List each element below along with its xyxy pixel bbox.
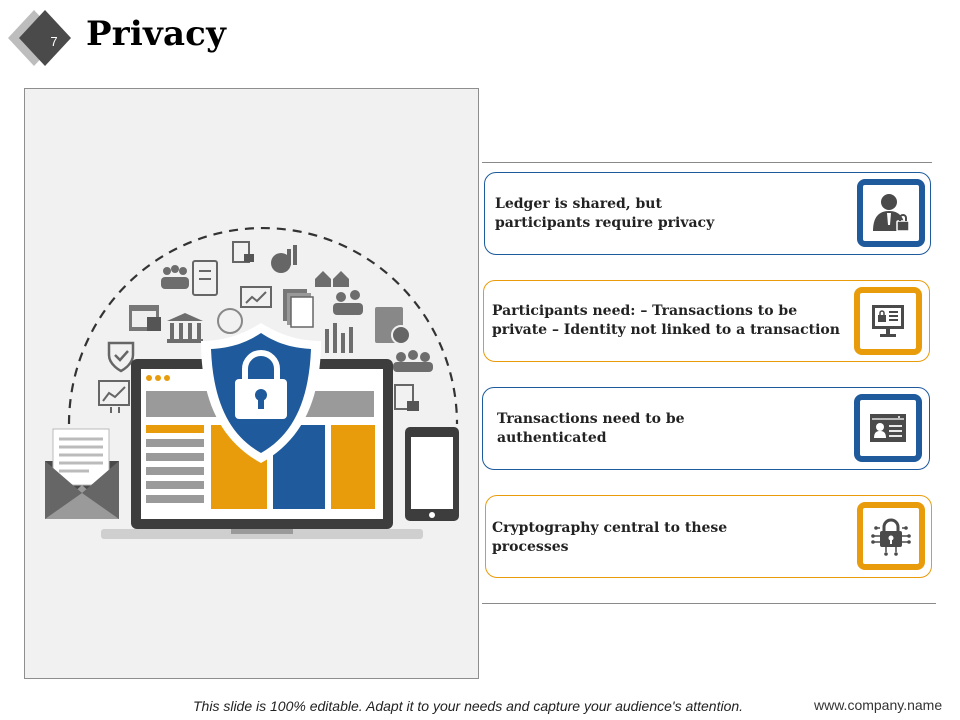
page-title: Privacy: [86, 14, 227, 54]
diamond-badge-icon: [8, 10, 71, 66]
list-item-line: private – Identity not linked to a trans…: [492, 322, 840, 338]
bottom-divider: [482, 603, 936, 604]
list-item-icon-box: [854, 287, 922, 355]
list-item: Participants need: – Transactions to be …: [483, 280, 930, 362]
illustration-panel: [24, 88, 479, 679]
list-item: Transactions need to be authenticated: [482, 387, 930, 470]
list-item-text: Transactions need to be authenticated: [497, 410, 685, 448]
top-divider: [482, 162, 932, 163]
list-item-icon-box: [857, 502, 925, 570]
list-item-text: Participants need: – Transactions to be …: [492, 302, 840, 340]
envelope-icon: [45, 428, 119, 519]
laptop-icon: [101, 359, 423, 539]
list-item: Cryptography central to these processes: [485, 495, 932, 578]
list-item-line: Cryptography central to these: [492, 520, 728, 536]
monitor-lock-icon: [872, 305, 904, 337]
slide-number-badge: 7: [8, 8, 74, 68]
list-item-icon-box: [854, 394, 922, 462]
list-item-line: processes: [492, 539, 569, 555]
footer-note: This slide is 100% editable. Adapt it to…: [193, 698, 744, 714]
list-item-text: Cryptography central to these processes: [492, 519, 727, 557]
footer-url: www.company.name: [814, 697, 943, 713]
shield-lock-icon: [201, 323, 321, 463]
list-item-text: Ledger is shared, but participants requi…: [495, 195, 714, 233]
list-item-line: Transactions need to be: [497, 411, 685, 427]
list-item: Ledger is shared, but participants requi…: [484, 172, 931, 255]
list-item-line: participants require privacy: [495, 215, 715, 231]
slide-number: 7: [50, 34, 58, 49]
circuit-lock-icon: [871, 518, 911, 556]
list-item-line: Ledger is shared, but: [495, 196, 662, 212]
finance-icons-cluster: [98, 241, 433, 413]
security-illustration: [45, 226, 459, 539]
businessman-lock-icon: [873, 194, 910, 232]
id-card-icon: [870, 414, 906, 442]
list-item-line: Participants need: – Transactions to be: [492, 303, 798, 319]
list-item-line: authenticated: [497, 430, 607, 446]
smartphone-icon: [405, 427, 459, 521]
list-item-icon-box: [857, 179, 925, 247]
